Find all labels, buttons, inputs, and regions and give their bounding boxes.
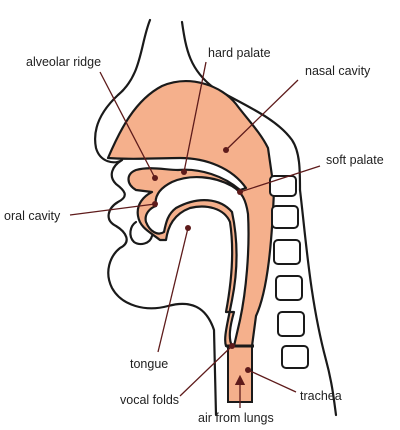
leader-tongue <box>157 227 189 353</box>
leader-oral-cavity <box>69 203 156 216</box>
label-oral-cavity: oral cavity <box>4 209 61 223</box>
vertebra-2 <box>271 205 299 229</box>
leader-soft-palate <box>239 165 321 193</box>
dot-oral-cavity <box>152 201 158 207</box>
label-vocal-folds: vocal folds <box>120 393 179 407</box>
label-tongue: tongue <box>130 357 168 371</box>
head-profile-outline <box>94 18 218 417</box>
dot-tongue <box>185 225 191 231</box>
dot-hard-palate <box>181 169 187 175</box>
label-soft-palate: soft palate <box>326 153 384 167</box>
leader-hard-palate <box>183 61 207 173</box>
vertebra-3 <box>273 239 301 265</box>
leader-nasal-cavity <box>225 79 299 151</box>
vertebra-6 <box>281 345 309 369</box>
neck-back-outline <box>298 188 338 417</box>
vertebra-4 <box>275 275 303 301</box>
leader-trachea <box>247 369 297 393</box>
label-alveolar-ridge: alveolar ridge <box>26 55 101 69</box>
label-hard-palate: hard palate <box>208 46 271 60</box>
lower-teeth-outline <box>129 220 154 246</box>
dot-alveolar-ridge <box>152 175 158 181</box>
vertebra-1 <box>269 175 297 197</box>
leader-vocal-folds <box>179 345 233 397</box>
dot-soft-palate <box>237 189 243 195</box>
leader-alveolar-ridge <box>99 71 156 179</box>
dot-vocal-folds <box>229 343 235 349</box>
vertebra-5 <box>277 311 305 337</box>
skull-outline <box>180 20 302 192</box>
label-air-from-lungs: air from lungs <box>198 411 274 425</box>
label-trachea: trachea <box>300 389 342 403</box>
dot-nasal-cavity <box>223 147 229 153</box>
label-nasal-cavity: nasal cavity <box>305 64 371 78</box>
dot-trachea <box>245 367 251 373</box>
